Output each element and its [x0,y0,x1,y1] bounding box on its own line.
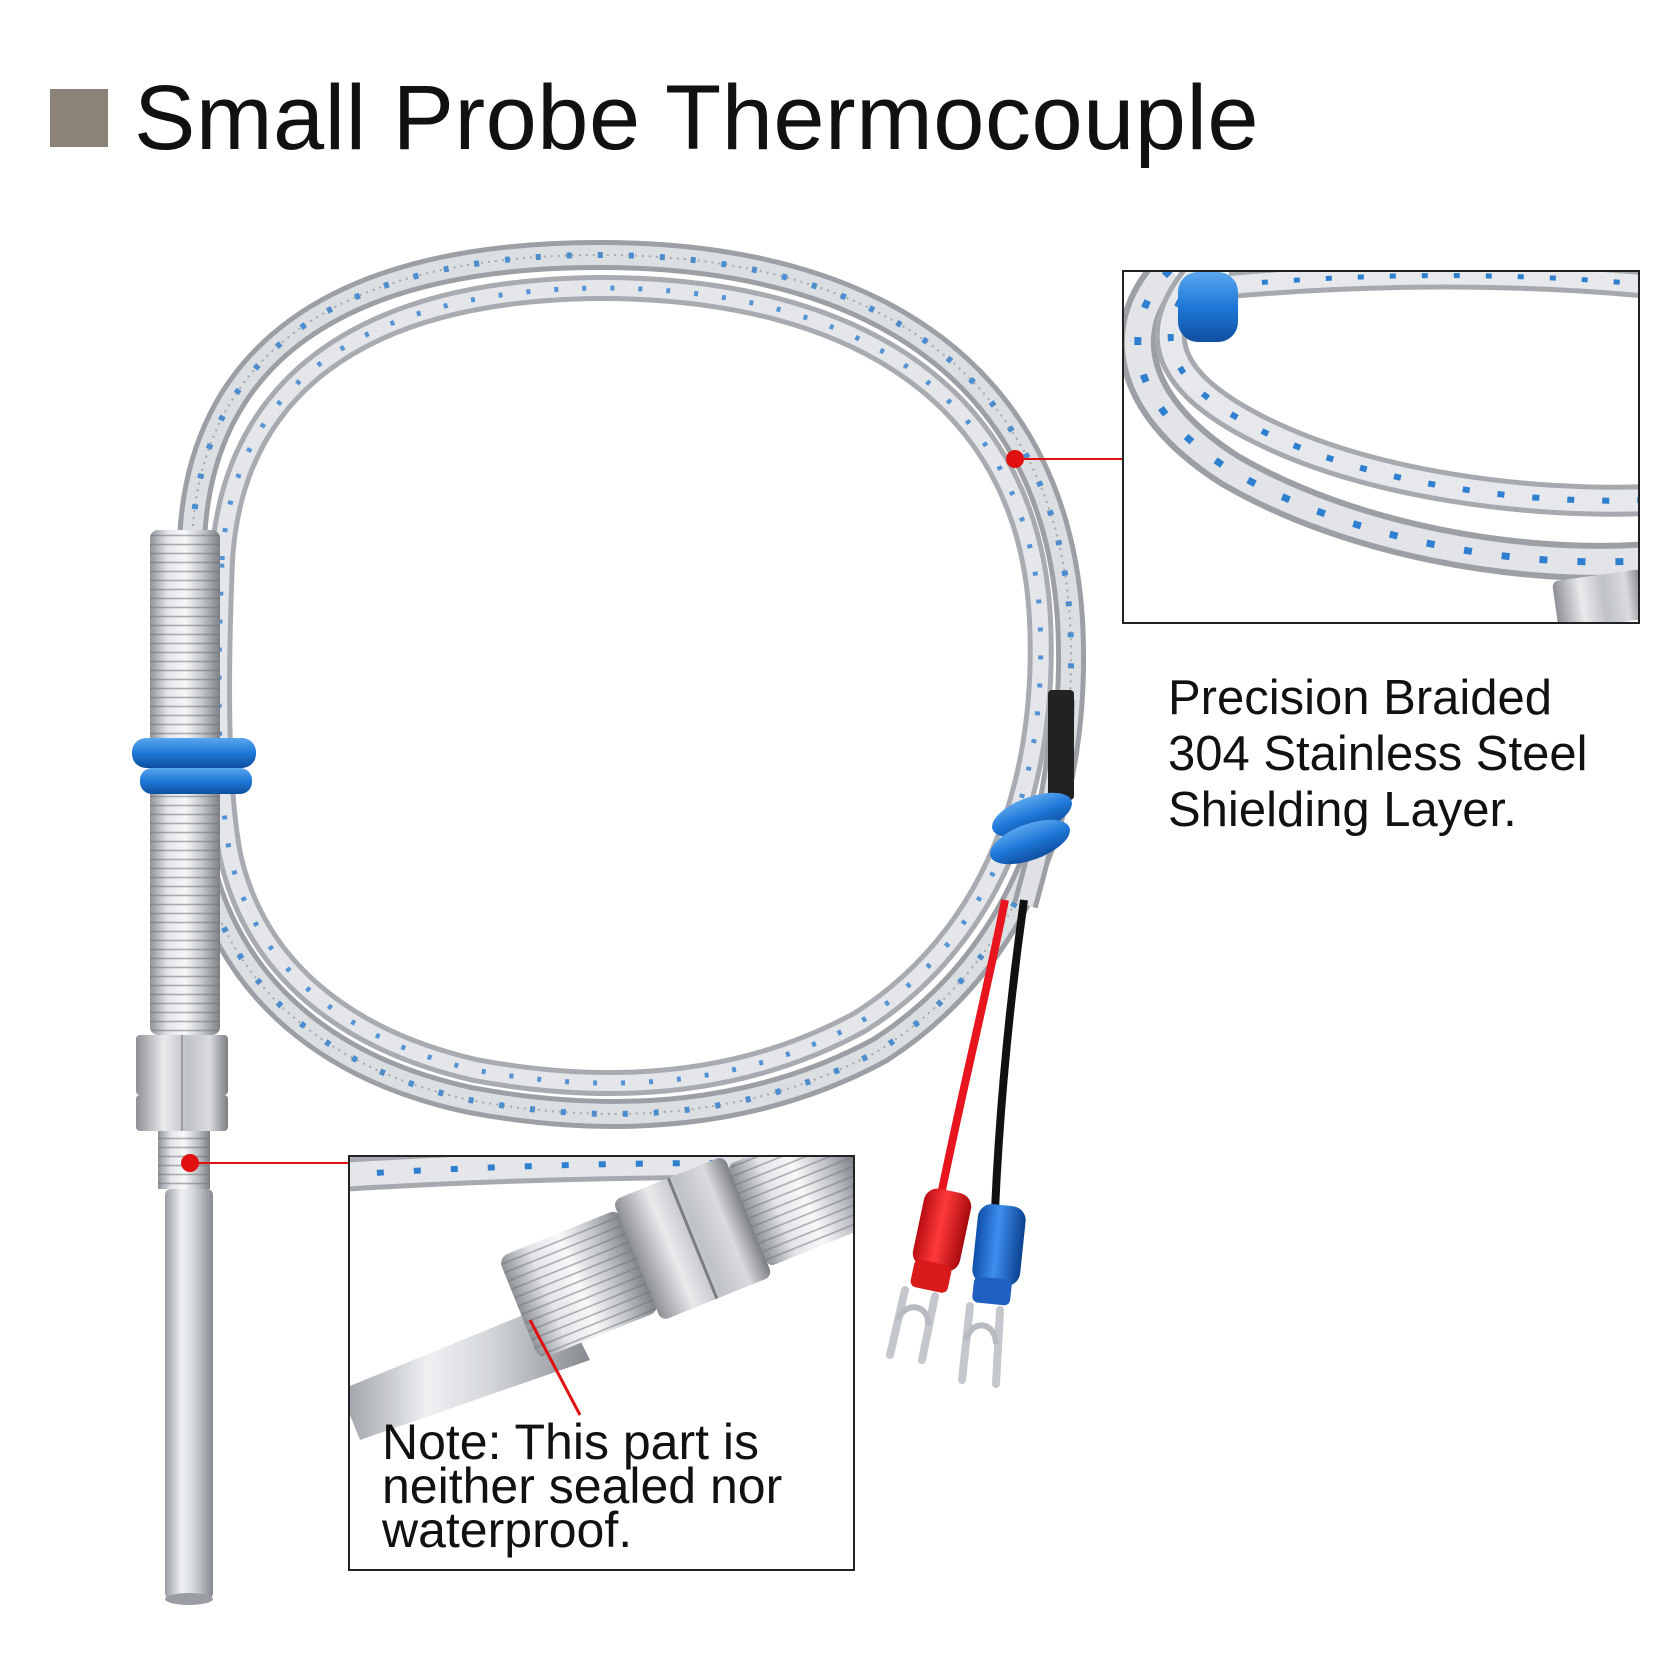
braid-caption-line: Shielding Layer. [1168,783,1517,837]
braided-cable [173,239,1087,1129]
inset-braid-frame [1122,270,1640,624]
page-title: Small Probe Thermocouple [134,67,1260,169]
inset-braid-zoom [1124,272,1638,622]
right-blue-sleeve [990,792,1072,865]
braid-caption-line: Precision Braided [1168,671,1553,725]
square-marker-icon [50,89,108,147]
lead-wires [936,899,1028,1211]
inset-fitting-zoom [350,1157,853,1569]
note-caption-line: neither sealed nor [382,1458,783,1514]
red-spade-terminal [886,1188,972,1364]
callout-braid [1006,450,1123,468]
note-caption-line: Note: This part is [382,1414,760,1470]
braid-caption: Precision Braided 304 Stainless Steel Sh… [1168,670,1638,838]
probe-assembly [132,530,256,1605]
note-caption: Note: This part is neither sealed nor wa… [382,1414,852,1558]
title-row: Small Probe Thermocouple [50,58,1259,178]
note-caption-line: waterproof. [382,1502,633,1558]
blue-spade-terminal [958,1204,1026,1388]
inset-fitting-frame [348,1155,855,1571]
callout-fitting [181,1154,350,1172]
braid-caption-line: 304 Stainless Steel [1168,727,1588,781]
